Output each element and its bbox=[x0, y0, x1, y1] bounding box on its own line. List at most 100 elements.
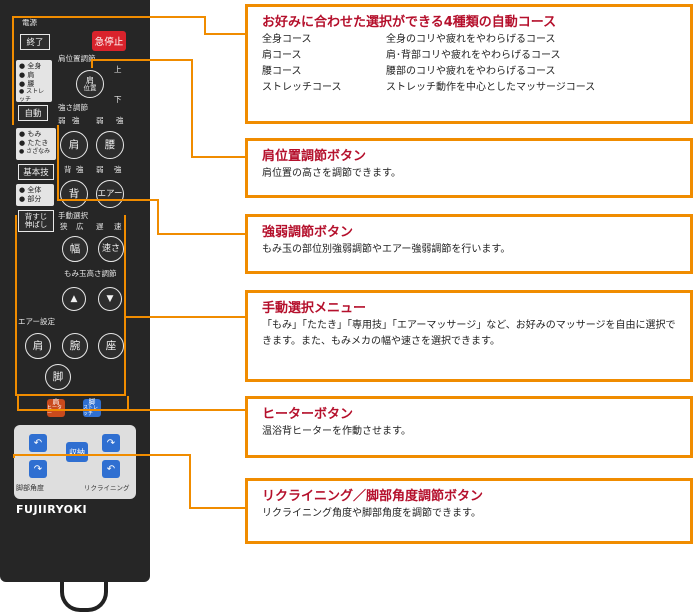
back-heater-button[interactable]: 肩 ヒーター bbox=[47, 398, 65, 417]
strength-scale: 弱 bbox=[96, 116, 104, 125]
callout-title: 強弱調節ボタン bbox=[262, 225, 354, 240]
course-name: 腰コース bbox=[262, 66, 302, 77]
callout-manual-menu: 手動選択メニュー 「もみ」「たたき」「専用技」「エアーマッサージ」など、お好みの… bbox=[245, 290, 693, 382]
width-speed-scale: 遅 bbox=[96, 222, 104, 231]
auto-option: ● 全身 bbox=[19, 62, 42, 70]
recline-up-icon[interactable]: ↷ bbox=[102, 434, 120, 452]
strength-scale: 弱 bbox=[96, 165, 104, 174]
shoulder-position-button-sublabel: 位置 bbox=[83, 83, 97, 92]
air-strength-button[interactable]: エアー bbox=[96, 180, 124, 208]
range-option: ● 全体 bbox=[19, 186, 42, 194]
width-button[interactable]: 幅 bbox=[62, 236, 88, 262]
callout-body: 「もみ」「たたき」「専用技」「エアーマッサージ」など、お好みのマッサージを自由に… bbox=[262, 320, 676, 347]
strength-scale: 弱 bbox=[58, 116, 66, 125]
technique-option-label: たたき bbox=[27, 138, 49, 147]
strength-scale: 強 bbox=[76, 165, 84, 174]
course-desc: ストレッチ動作を中心としたマッサージコース bbox=[386, 82, 596, 93]
strength-scale: 強 bbox=[72, 116, 80, 125]
down-arrow-button[interactable]: ▼ bbox=[98, 287, 122, 311]
waist-strength-button[interactable]: 腰 bbox=[96, 131, 124, 159]
auto-option: ● ストレッチ bbox=[19, 88, 45, 103]
callout-body: 肩位置の高さを調節できます。 bbox=[262, 168, 401, 179]
width-speed-scale: 狭 bbox=[60, 222, 68, 231]
emergency-stop-button[interactable]: 急停止 bbox=[92, 31, 126, 51]
shoulder-strength-button[interactable]: 肩 bbox=[60, 131, 88, 159]
ball-height-label: もみ玉高さ調節 bbox=[64, 269, 117, 278]
technique-option-label: さざなみ bbox=[26, 147, 51, 155]
back-heater-sublabel: ヒーター bbox=[47, 405, 63, 417]
power-label: 電源 bbox=[22, 18, 37, 27]
technique-option: ● たたき bbox=[19, 138, 49, 147]
callout-strength: 強弱調節ボタン もみ玉の部位別強弱調節やエアー強弱調節を行います。 bbox=[245, 214, 693, 274]
callout-body: 温浴背ヒーターを作動させます。 bbox=[262, 426, 411, 437]
leg-angle-up-icon[interactable]: ↶ bbox=[29, 434, 47, 452]
callout-auto-course: お好みに合わせた選択ができる4種類の自動コース 全身コース 全身のコリや疲れをやわ… bbox=[245, 4, 693, 124]
auto-course-options: ● 全身 ● 肩 ● 腰 ● ストレッチ bbox=[16, 60, 52, 103]
remote-cord bbox=[60, 578, 108, 612]
end-button[interactable]: 終了 bbox=[20, 34, 50, 50]
course-desc: 肩･背部コリや疲れをやわらげるコース bbox=[386, 50, 561, 61]
technique-option: ● もみ bbox=[19, 130, 42, 138]
callout-shoulder-position: 肩位置調節ボタン 肩位置の高さを調節できます。 bbox=[245, 138, 693, 198]
range-option-label: 部分 bbox=[27, 194, 42, 203]
callout-heater: ヒーターボタン 温浴背ヒーターを作動させます。 bbox=[245, 396, 693, 458]
callout-body: もみ玉の部位別強弱調節やエアー強弱調節を行います。 bbox=[262, 244, 511, 255]
stretch-button[interactable]: 背すじ 伸ばし bbox=[18, 210, 54, 232]
callout-title: 肩位置調節ボタン bbox=[262, 149, 367, 164]
course-name: 肩コース bbox=[262, 50, 302, 61]
course-desc: 腰部のコリや疲れをやわらげるコース bbox=[386, 66, 556, 77]
back-strength-button[interactable]: 背 bbox=[60, 180, 88, 208]
callout-body: リクライニング角度や脚部角度を調節できます。 bbox=[262, 508, 481, 519]
shoulder-position-button[interactable]: 肩 位置 bbox=[76, 70, 104, 98]
air-leg-button[interactable]: 脚 bbox=[45, 364, 71, 390]
strength-scale: 背 bbox=[64, 165, 72, 174]
auto-option-label: ストレッチ bbox=[19, 88, 45, 103]
up-label: 上 bbox=[114, 65, 122, 74]
course-desc: 全身のコリや疲れをやわらげるコース bbox=[386, 34, 556, 45]
course-row: 肩コース 肩･背部コリや疲れをやわらげるコース bbox=[262, 48, 678, 64]
width-speed-scale: 速 bbox=[114, 222, 122, 231]
recline-label: リクライニング bbox=[84, 484, 130, 492]
leg-stretch-sublabel: ストレッチ bbox=[83, 405, 99, 417]
technique-options: ● もみ ● たたき ● さざなみ bbox=[16, 128, 56, 160]
technique-option-label: もみ bbox=[27, 130, 42, 138]
callout-title: 手動選択メニュー bbox=[262, 301, 367, 316]
range-option: ● 部分 bbox=[19, 194, 42, 203]
strength-scale: 強 bbox=[114, 165, 122, 174]
basic-technique-button[interactable]: 基本技 bbox=[18, 164, 54, 180]
air-settings-label: エアー設定 bbox=[18, 317, 56, 326]
width-speed-scale: 広 bbox=[76, 222, 84, 231]
auto-option-label: 腰 bbox=[27, 79, 35, 88]
air-shoulder-button[interactable]: 肩 bbox=[25, 333, 51, 359]
course-row: 腰コース 腰部のコリや疲れをやわらげるコース bbox=[262, 64, 678, 80]
recline-panel: ↶ 収納 ↷ ↷ ↶ 脚部角度 リクライニング bbox=[14, 425, 136, 499]
strength-label: 強さ調節 bbox=[58, 103, 88, 112]
course-name: 全身コース bbox=[262, 34, 312, 45]
leg-angle-down-icon[interactable]: ↷ bbox=[29, 460, 47, 478]
course-row: ストレッチコース ストレッチ動作を中心としたマッサージコース bbox=[262, 80, 678, 96]
strength-scale: 強 bbox=[116, 116, 124, 125]
auto-button[interactable]: 自動 bbox=[18, 105, 48, 121]
leg-angle-label: 脚部角度 bbox=[16, 484, 44, 492]
recline-down-icon[interactable]: ↶ bbox=[102, 460, 120, 478]
callout-title: リクライニング／脚部角度調節ボタン bbox=[262, 489, 484, 504]
course-name: ストレッチコース bbox=[262, 82, 342, 93]
callout-title: お好みに合わせた選択ができる4種類の自動コース bbox=[262, 15, 557, 30]
air-seat-button[interactable]: 座 bbox=[98, 333, 124, 359]
brand-logo: FUJIIRYOKI bbox=[16, 503, 88, 516]
speed-button[interactable]: 速さ bbox=[98, 236, 124, 262]
range-option-label: 全体 bbox=[27, 186, 42, 194]
auto-option: ● 腰 bbox=[19, 79, 35, 88]
leg-stretch-button[interactable]: 脚 ストレッチ bbox=[83, 398, 101, 417]
callout-recline: リクライニング／脚部角度調節ボタン リクライニング角度や脚部角度を調節できます。 bbox=[245, 478, 693, 544]
range-options: ● 全体 ● 部分 bbox=[16, 184, 54, 206]
storage-button[interactable]: 収納 bbox=[66, 442, 88, 462]
shoulder-position-label: 肩位置調節 bbox=[58, 54, 96, 63]
auto-option-label: 肩 bbox=[27, 70, 35, 79]
up-arrow-button[interactable]: ▲ bbox=[62, 287, 86, 311]
stretch-button-sublabel: 伸ばし bbox=[24, 220, 48, 229]
air-arm-button[interactable]: 腕 bbox=[62, 333, 88, 359]
auto-option-label: 全身 bbox=[27, 62, 42, 70]
down-label: 下 bbox=[114, 95, 122, 104]
callout-title: ヒーターボタン bbox=[262, 407, 354, 422]
